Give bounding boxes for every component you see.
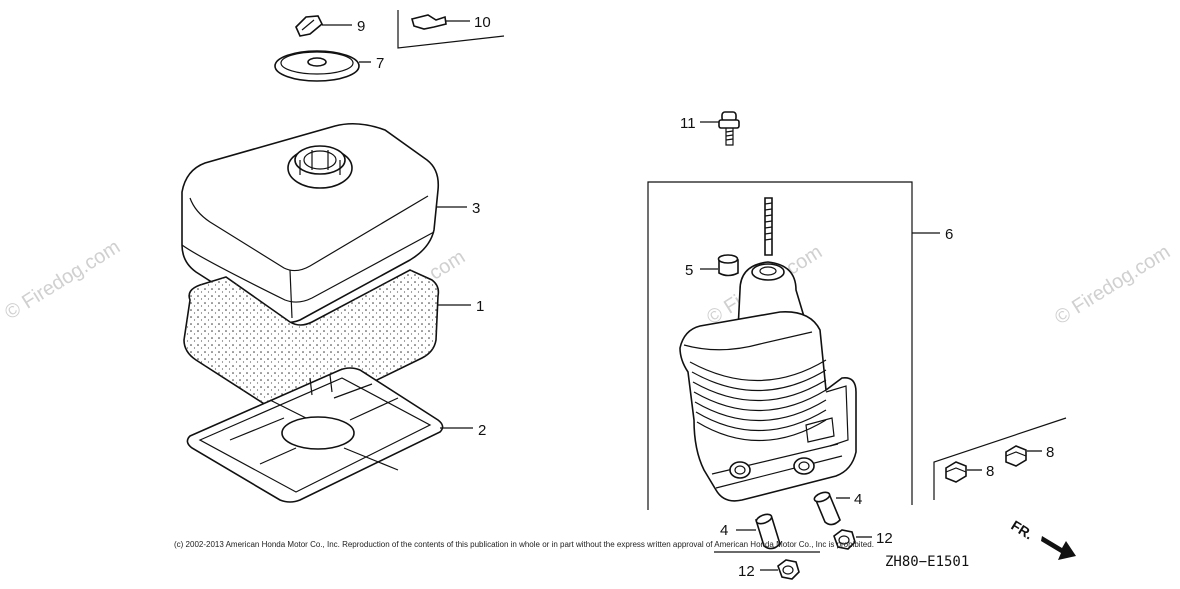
part-6-bracket: 6 xyxy=(647,181,953,510)
part-12-nut-lower[interactable]: 12 xyxy=(714,551,820,580)
callout-3: 3 xyxy=(472,200,480,217)
callout-4-lower: 4 xyxy=(720,522,728,539)
callout-11: 11 xyxy=(680,115,696,132)
part-8-caps[interactable]: 8 8 xyxy=(933,417,1067,500)
part-6-air-cleaner-case[interactable] xyxy=(679,197,857,502)
callout-12-lower: 12 xyxy=(738,563,755,580)
front-label: FR. xyxy=(1008,517,1036,543)
front-direction-marker: FR. xyxy=(1008,517,1076,560)
part-8-cap-left[interactable]: 8 xyxy=(945,461,994,483)
part-8-cap-right[interactable]: 8 xyxy=(1005,444,1054,467)
part-5-collar[interactable]: 5 xyxy=(685,254,739,279)
callout-7: 7 xyxy=(376,55,384,72)
watermarks: © Firedog.com © Firedog.com © Firedog.co… xyxy=(1,236,1174,334)
part-4-tube-upper[interactable]: 4 xyxy=(813,491,862,526)
callout-4-upper: 4 xyxy=(854,491,862,508)
callout-5: 5 xyxy=(685,262,693,279)
part-3-air-cleaner-cover[interactable]: 3 xyxy=(181,122,480,324)
part-11-bolt[interactable]: 11 xyxy=(680,111,740,146)
callout-1: 1 xyxy=(476,298,484,315)
callout-9: 9 xyxy=(357,18,365,35)
watermark-right: © Firedog.com xyxy=(1051,241,1174,329)
diagram-code: ZH80−E1501 xyxy=(885,554,969,570)
callout-10: 10 xyxy=(474,14,491,31)
part-9-clip[interactable]: 9 xyxy=(295,15,365,37)
callout-2: 2 xyxy=(478,422,486,439)
part-2-element-grid[interactable]: 2 xyxy=(186,367,486,503)
part-10-wing-nut[interactable]: 10 xyxy=(397,10,505,49)
part-7-cover-plate[interactable]: 7 xyxy=(274,50,384,82)
callout-12-upper: 12 xyxy=(876,530,893,547)
callout-6: 6 xyxy=(945,226,953,243)
callout-8-right: 8 xyxy=(1046,444,1054,461)
callout-8-left: 8 xyxy=(986,463,994,480)
watermark-left: © Firedog.com xyxy=(1,236,124,324)
front-arrow-icon xyxy=(1041,536,1076,560)
copyright-notice: (c) 2002-2013 American Honda Motor Co., … xyxy=(174,540,874,549)
part-4-tube-lower[interactable]: 4 xyxy=(720,513,781,550)
part-12-nut-upper[interactable]: 12 xyxy=(833,529,893,550)
